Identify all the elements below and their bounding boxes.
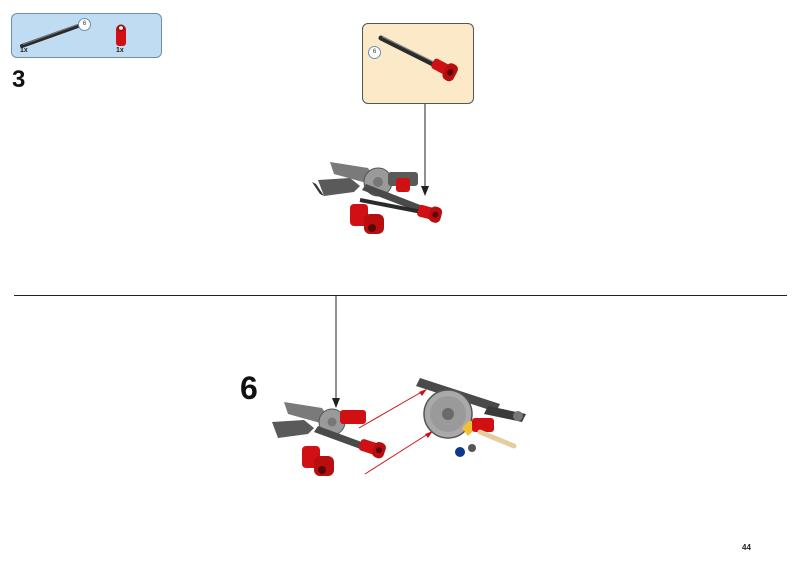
page-number: 44 — [742, 543, 751, 552]
red-guide-lines — [358, 389, 433, 475]
red-connector-part-icon — [116, 24, 126, 46]
step-number-top: 3 — [12, 66, 26, 93]
axle-count: 1x — [20, 47, 28, 54]
callout-insert-arrow — [421, 104, 429, 196]
parts-list-box: 6 1x 1x — [11, 13, 162, 58]
gear-sub-assembly-art — [416, 378, 526, 457]
axle-length-label: 6 — [78, 18, 91, 31]
axle-part-icon — [20, 24, 80, 48]
assembly-drop-arrow — [332, 296, 340, 408]
step-bottom-model-left-art — [272, 402, 386, 476]
callout-axle-connector-art — [378, 35, 458, 82]
step-divider-line — [14, 295, 787, 296]
callout-axle-length-label: 6 — [368, 46, 381, 59]
step-top-model-art — [312, 162, 443, 234]
sub-assembly-callout: 6 — [362, 23, 474, 104]
connector-count: 1x — [116, 47, 124, 54]
step-number-bottom: 6 — [240, 370, 258, 406]
